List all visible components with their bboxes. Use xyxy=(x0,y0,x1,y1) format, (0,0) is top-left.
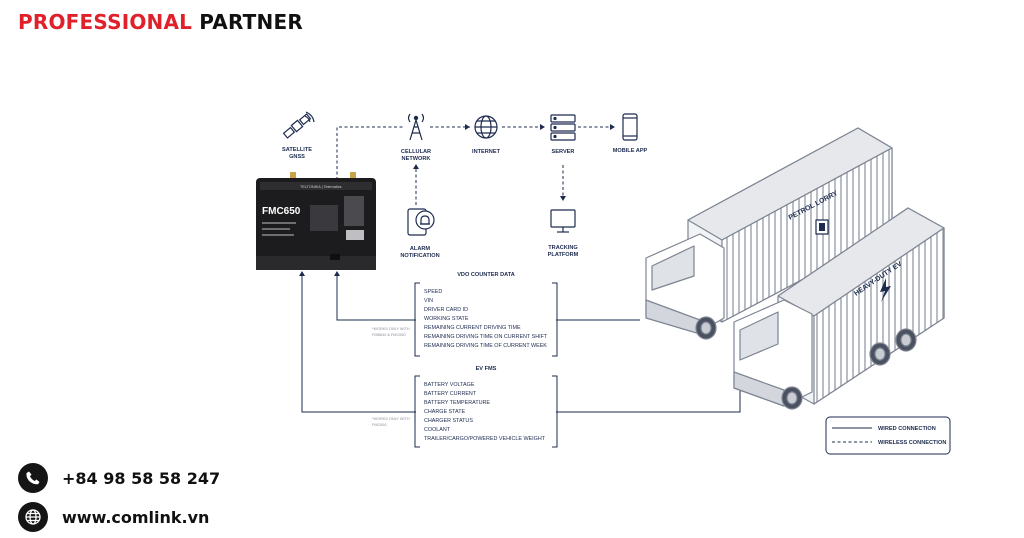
petrol-lorry xyxy=(645,127,893,340)
lightning-icon xyxy=(880,278,891,302)
ev-item: COOLANT xyxy=(424,427,451,433)
link-ev-device xyxy=(301,272,416,413)
label-tracking: TRACKING xyxy=(548,245,578,251)
heavy-duty-ev-truck xyxy=(733,207,945,410)
brand-word-partner: PARTNER xyxy=(199,10,303,34)
website-link[interactable]: www.comlink.vn xyxy=(62,507,210,527)
ev-title: EV FMS xyxy=(476,366,497,372)
label-cellular: CELLULAR xyxy=(401,149,431,155)
phone-icon xyxy=(18,463,48,493)
vdo-item: REMAINING DRIVING TIME OF CURRENT WEEK xyxy=(424,343,547,349)
legend-wireless-label: WIRELESS CONNECTION xyxy=(878,440,946,446)
vdo-item: SPEED xyxy=(424,289,442,295)
legend: WIRED CONNECTION WIRELESS CONNECTION xyxy=(825,416,951,455)
link-device-cellular xyxy=(336,126,405,180)
label-satellite: SATELLITE xyxy=(282,147,312,153)
ev-note-line2: FMC650 xyxy=(372,423,387,427)
ev-note-line1: *WORKS ONLY WITH xyxy=(372,417,410,421)
alarm-bell-icon xyxy=(407,208,435,236)
label-satellite-gnss: GNSS xyxy=(289,154,305,160)
vdo-note-line1: *WORKS ONLY WITH xyxy=(372,327,410,331)
cell-tower-icon xyxy=(407,113,425,141)
label-cellular-network: NETWORK xyxy=(402,156,431,162)
ev-item: BATTERY CURRENT xyxy=(424,391,477,397)
vdo-note-line2: FMB640 & FMC650 xyxy=(372,333,406,337)
satellite-icon xyxy=(282,111,315,139)
ev-item: TRAILER/CARGO/POWERED VEHICLE WEIGHT xyxy=(424,436,546,442)
label-mobile-app: MOBILE APP xyxy=(613,148,648,154)
device-model-text: FMC650 xyxy=(262,206,301,217)
vdo-item: WORKING STATE xyxy=(424,316,469,322)
vdo-item: REMAINING DRIVING TIME ON CURRENT SHIFT xyxy=(424,334,548,340)
label-tracking-platform: PLATFORM xyxy=(548,252,579,258)
link-vdo-device xyxy=(336,272,416,321)
vdo-data-list xyxy=(414,282,558,357)
server-icon xyxy=(550,114,576,141)
phone-number-link[interactable]: +84 98 58 58 247 xyxy=(62,468,221,488)
arrowheads xyxy=(299,124,615,276)
vdo-item: REMAINING CURRENT DRIVING TIME xyxy=(424,325,521,331)
vdo-title: VDO COUNTER DATA xyxy=(457,272,515,278)
ev-item: BATTERY VOLTAGE xyxy=(424,382,475,388)
label-internet: INTERNET xyxy=(472,149,501,155)
fmc650-device: TELTONIKA | Telematics FMC650 xyxy=(256,172,376,270)
link-ev-truck xyxy=(556,372,741,413)
ev-data-list xyxy=(414,375,558,448)
label-alarm: ALARM xyxy=(410,246,431,252)
fuel-pump-icon xyxy=(819,223,825,231)
monitor-icon xyxy=(550,209,576,233)
ev-item: CHARGER STATUS xyxy=(424,418,473,424)
smartphone-icon xyxy=(622,113,638,141)
label-alarm-notification: NOTIFICATION xyxy=(400,253,439,259)
vdo-item: DRIVER CARD ID xyxy=(424,307,468,313)
vdo-item: VIN xyxy=(424,298,433,304)
ev-item: BATTERY TEMPERATURE xyxy=(424,400,490,406)
brand-word-professional: PROFESSIONAL xyxy=(18,10,193,34)
device-brand-text: TELTONIKA | Telematics xyxy=(300,185,342,189)
contact-web-row: www.comlink.vn xyxy=(18,502,209,532)
globe-icon xyxy=(18,502,48,532)
label-server: SERVER xyxy=(552,149,575,155)
contact-phone-row: +84 98 58 58 247 xyxy=(18,463,220,493)
globe-icon xyxy=(474,115,498,139)
legend-wired-label: WIRED CONNECTION xyxy=(878,426,936,432)
ev-item: CHARGE STATE xyxy=(424,409,466,415)
brand-title: PROFESSIONAL PARTNER xyxy=(18,10,303,34)
